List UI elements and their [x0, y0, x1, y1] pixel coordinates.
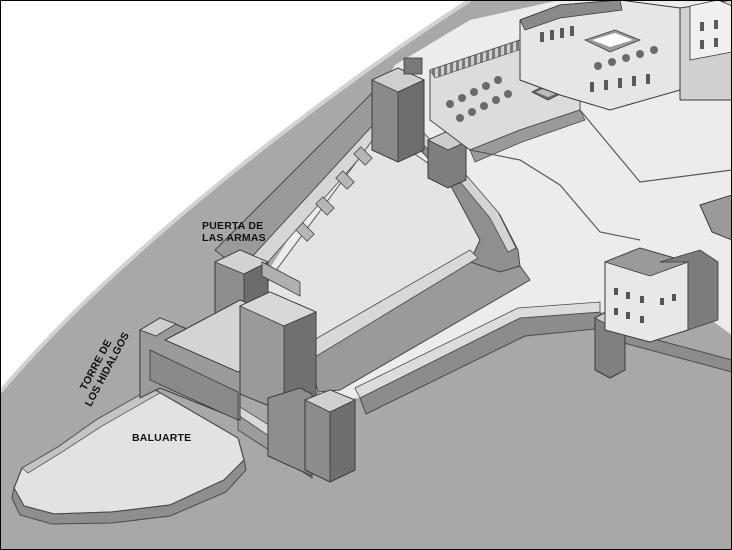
- palace-cloister: [519, 0, 732, 111]
- east-curtain-top: [354, 301, 601, 399]
- south-wall-outer: [309, 261, 531, 393]
- label-puerta-line1: PUERTA DE: [202, 220, 263, 232]
- torre-de-los-hidalgos: [139, 291, 318, 477]
- north-tower: [371, 57, 425, 163]
- baluarte-wall-face: [11, 458, 247, 525]
- mid-right-building: [603, 247, 719, 343]
- right-wall-segment: [699, 194, 732, 241]
- label-baluarte: BALUARTE: [132, 432, 191, 444]
- baluarte-parapet: [21, 387, 161, 474]
- label-puerta-de-las-armas: PUERTA DE LAS ARMAS: [202, 220, 266, 244]
- nw-wall-buttresses: [295, 146, 373, 242]
- label-puerta-line2: LAS ARMAS: [202, 232, 266, 244]
- lower-gate-tower: [304, 389, 356, 483]
- plaza-terrace-line: [469, 109, 732, 241]
- terrain-edge-highlight: [0, 0, 472, 394]
